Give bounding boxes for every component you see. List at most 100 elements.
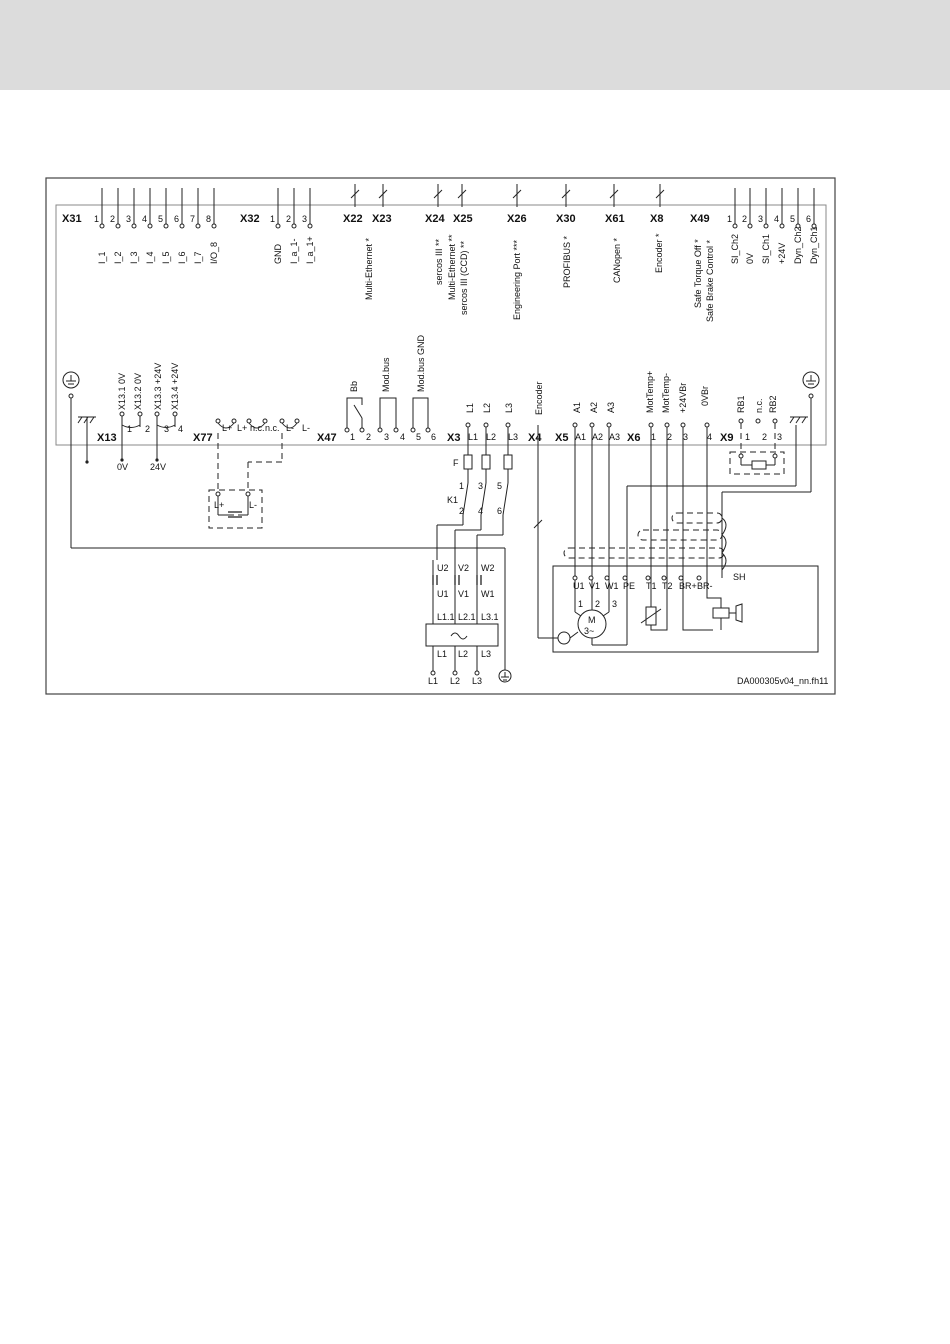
x13-label-3: X13.3 +24V	[153, 363, 163, 410]
svg-text:6: 6	[497, 506, 502, 516]
bus-connectors: X22 Multi-Ethernet * X23 X24 sercos III …	[343, 213, 715, 322]
svg-text:V1: V1	[458, 589, 469, 599]
svg-text:5: 5	[497, 481, 502, 491]
x26-label: Engineering Port ***	[512, 239, 522, 320]
svg-text:L3: L3	[472, 676, 482, 686]
x31-pin-8-num: 8	[206, 214, 211, 224]
svg-text:1: 1	[459, 481, 464, 491]
connector-x31: X31 1I_12I_23I_34I_45I_56I_67I_78I/O_8	[62, 188, 219, 264]
x31-pins: 1I_12I_23I_34I_45I_56I_67I_78I/O_8	[94, 188, 219, 264]
brake-coil-icon	[712, 607, 730, 619]
x31-pin-4-label: I_4	[145, 251, 155, 264]
figure-id: DA000305v04_nn.fh11	[737, 676, 828, 686]
x24-label: sercos III **	[434, 238, 444, 285]
svg-text:4: 4	[400, 432, 405, 442]
svg-text:1: 1	[350, 432, 355, 442]
svg-text:L3: L3	[508, 432, 518, 442]
motor-terminal: W1	[605, 581, 619, 591]
mains-earth-icon	[498, 669, 512, 683]
svg-text:1: 1	[127, 424, 132, 434]
x3-title: X3	[447, 432, 460, 444]
svg-text:A1: A1	[572, 402, 582, 413]
x30-label: PROFIBUS *	[562, 235, 572, 288]
motor-terminal: BR+	[679, 581, 697, 591]
motor-terminal: PE	[623, 581, 635, 591]
x49-pin-1-num: 1	[727, 214, 732, 224]
x61-label: CANopen *	[612, 237, 622, 283]
x32-pin-1-num: 1	[270, 214, 275, 224]
x31-pin-7-num: 7	[190, 214, 195, 224]
x24-title: X24	[425, 213, 445, 225]
svg-text:RB1: RB1	[736, 395, 746, 413]
x77-title: X77	[193, 432, 213, 444]
cable-shields	[563, 512, 727, 571]
cap-plus-label: L+	[214, 500, 224, 510]
svg-text:V2: V2	[458, 563, 469, 573]
svg-text:A3: A3	[609, 432, 620, 442]
x49-pin-3-num: 3	[758, 214, 763, 224]
x49-pin-1-label: SI_Ch2	[730, 234, 740, 264]
encoder-icon	[557, 631, 571, 645]
connector-x6: X6 MotTemp+ MotTemp- +24VBr 0VBr 1 2 3 4	[627, 371, 712, 444]
svg-text:U2: U2	[437, 563, 449, 573]
x47-modbus-label: Mod.bus	[381, 357, 391, 392]
svg-text:3~: 3~	[584, 626, 594, 636]
ac-wave-icon	[450, 632, 468, 640]
fuse-label: F	[453, 458, 459, 468]
x31-pin-6-num: 6	[174, 214, 179, 224]
x13-title: X13	[97, 432, 117, 444]
svg-text:L2: L2	[450, 676, 460, 686]
x23-title: X23	[372, 213, 392, 225]
svg-text:L+: L+	[237, 423, 247, 433]
svg-text:1: 1	[578, 599, 583, 609]
bus-lines	[350, 184, 665, 207]
x31-title: X31	[62, 213, 82, 225]
connector-x3: X3 L1 L2 L3 L1 L2 L3 F K1 1 3 5 2 4 6	[447, 403, 518, 516]
x31-pin-6-label: I_6	[177, 251, 187, 264]
motor-terminal: U1	[573, 581, 585, 591]
svg-text:L2: L2	[486, 432, 496, 442]
svg-text:MotTemp-: MotTemp-	[661, 373, 671, 413]
svg-text:L3: L3	[504, 403, 514, 413]
svg-text:2: 2	[145, 424, 150, 434]
connector-x5: X5 A1 A2 A3 A1 A2 A3	[555, 402, 620, 444]
x8-title: X8	[650, 213, 663, 225]
svg-text:1: 1	[651, 432, 656, 442]
contactor-label: K1	[447, 495, 458, 505]
svg-text:n.c.: n.c.	[754, 398, 764, 413]
svg-text:2: 2	[366, 432, 371, 442]
svg-text:L2: L2	[482, 403, 492, 413]
x49-pin-6-num: 6	[806, 214, 811, 224]
svg-text:2: 2	[595, 599, 600, 609]
motor-terminal: BR-	[697, 581, 713, 591]
x25-title: X25	[453, 213, 473, 225]
svg-text:A2: A2	[592, 432, 603, 442]
svg-text:RB2: RB2	[768, 395, 778, 413]
chassis-ground-left-icon	[77, 416, 96, 464]
svg-text:L2: L2	[458, 649, 468, 659]
connector-x47: X47 Bb Mod.bus Mod.bus GND 1 2 3 4 5 6	[317, 334, 436, 444]
motor-terminal: T2	[662, 581, 673, 591]
svg-text:L1: L1	[437, 649, 447, 659]
x31-pin-4-num: 4	[142, 214, 147, 224]
line-filter-box	[425, 623, 499, 647]
wiring: U2 V2 W2 U1 V1 W1 L1.1 L2.1 L3.1 L1 L2 L…	[70, 397, 819, 686]
x4-title: X4	[528, 432, 542, 444]
x49-pin-5-num: 5	[790, 214, 795, 224]
svg-text:6: 6	[431, 432, 436, 442]
earth-right-icon	[802, 371, 820, 399]
x31-pin-7-label: I_7	[193, 251, 203, 264]
connector-x13: X13 X13.1 0V X13.2 0V X13.3 +24V X13.4 +…	[97, 363, 183, 472]
svg-text:A2: A2	[589, 402, 599, 413]
svg-text:L3: L3	[481, 649, 491, 659]
x32-pin-2-label: I_a_1-	[289, 238, 299, 264]
svg-text:4: 4	[178, 424, 183, 434]
chassis-ground-right-icon	[789, 416, 808, 424]
svg-text:MotTemp+: MotTemp+	[645, 371, 655, 413]
motor-terminal: T1	[646, 581, 657, 591]
svg-text:4: 4	[707, 432, 712, 442]
x49-pin-2-label: 0V	[745, 253, 755, 264]
svg-text:3: 3	[777, 432, 782, 442]
